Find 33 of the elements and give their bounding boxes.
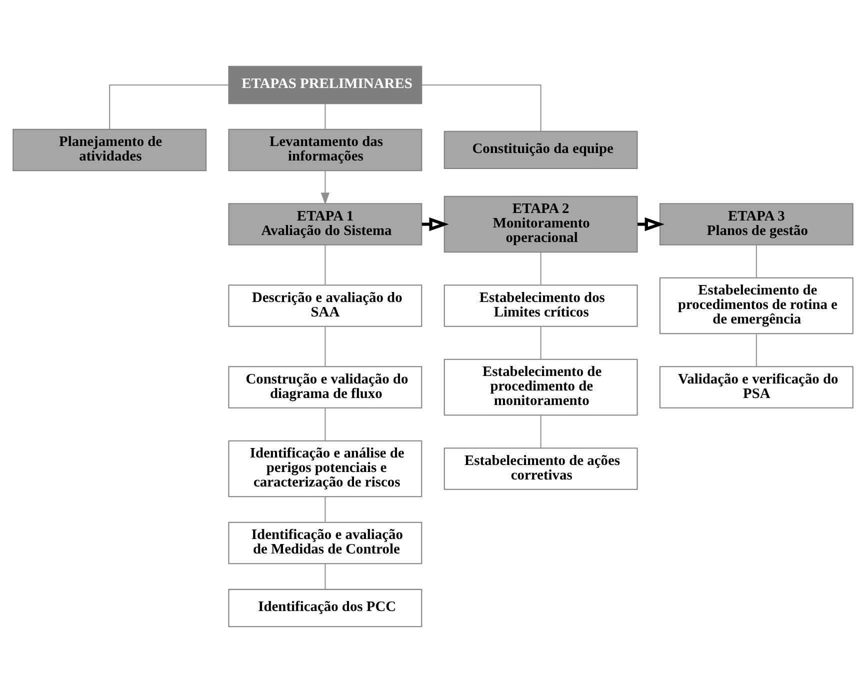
node-box: Identificação dos PCC xyxy=(228,588,422,628)
node-box: Identificação e análise de perigos potenciais e caracterização de riscos xyxy=(228,440,422,498)
node-box: Estabelecimento dos Limites críticos xyxy=(443,284,638,327)
connector xyxy=(755,334,756,366)
arrow xyxy=(637,217,664,232)
connector xyxy=(421,84,541,132)
connector xyxy=(540,252,541,285)
node-box: Identificação e avaliação de Medidas de Controle xyxy=(228,522,422,564)
node-box: ETAPA 2 Monitoramento operacional xyxy=(443,196,638,253)
connector xyxy=(324,496,326,522)
connector xyxy=(324,564,326,590)
connector xyxy=(324,408,326,441)
node-box: ETAPA 1 Avaliação do Sistema xyxy=(228,203,422,246)
arrow xyxy=(421,217,448,232)
node-box: Validação e verificação do PSA xyxy=(658,366,853,408)
arrow xyxy=(320,170,330,205)
connector xyxy=(324,104,326,130)
connector xyxy=(540,326,541,360)
connector xyxy=(540,415,541,448)
node-box: Descrição e avaliação do SAA xyxy=(228,284,422,327)
node-box: Estabelecimento de procedimentos de rotina e de emergência xyxy=(658,277,853,334)
connector xyxy=(324,245,326,286)
node-box: Estabelecimento de procedimento de monitoramento xyxy=(443,358,638,416)
connector xyxy=(755,245,756,278)
node-box: Estabelecimento de ações corretivas xyxy=(443,448,638,490)
connector xyxy=(108,84,228,130)
node-box: ETAPAS PRELIMINARES xyxy=(228,66,422,104)
node-box: Constituição da equipe xyxy=(443,130,638,170)
node-box: ETAPA 3 Planos de gestão xyxy=(658,203,853,246)
connector xyxy=(324,326,326,367)
node-box: Planejamento de atividades xyxy=(12,128,206,172)
node-box: Levantamento das informações xyxy=(228,128,422,172)
node-box: Construção e validação do diagrama de fluxo xyxy=(228,366,422,408)
